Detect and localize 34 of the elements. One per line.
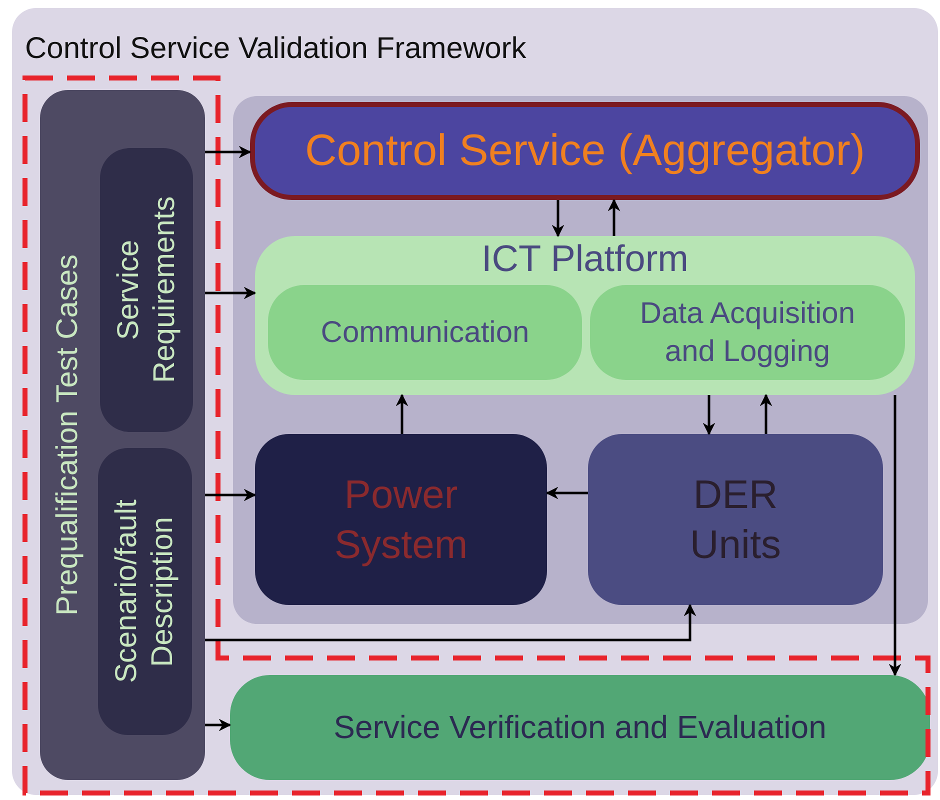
requirement-box [100,148,193,432]
control-service-box [250,102,920,200]
arrow [760,394,772,434]
arrow [205,488,256,502]
arrow [608,198,620,236]
box-label: Service Requirements [110,196,182,386]
column-heading: Prequalification Test Cases [50,254,85,616]
evaluation-box [230,675,930,780]
arrow [888,395,902,676]
arrow [396,394,408,434]
diagram-title: Control Service Validation Framework [25,32,526,66]
box-label: Service Verification and Evaluation [334,709,826,746]
module-box [590,285,905,380]
arrow [552,200,564,238]
arrow [546,486,588,500]
module-box [268,285,582,380]
box-label: DER Units [688,472,782,568]
platform-box [255,236,915,395]
platform-heading: ICT Platform [482,238,688,280]
arrow [205,286,256,300]
component-box [255,434,547,605]
arrow [205,718,232,732]
arrow [205,146,252,158]
arrow [205,604,696,642]
box-label: Control Service (Aggregator) [304,126,865,176]
arrow [702,395,716,436]
component-box [588,434,883,605]
test-cases-column [40,90,205,780]
requirement-box [98,448,192,735]
box-label: Scenario/fault Description [109,498,180,686]
box-label: Data Acquisition and Logging [638,296,856,370]
system-panel [233,96,928,624]
box-label: Communication [320,314,530,351]
box-label: Power System [333,472,469,568]
